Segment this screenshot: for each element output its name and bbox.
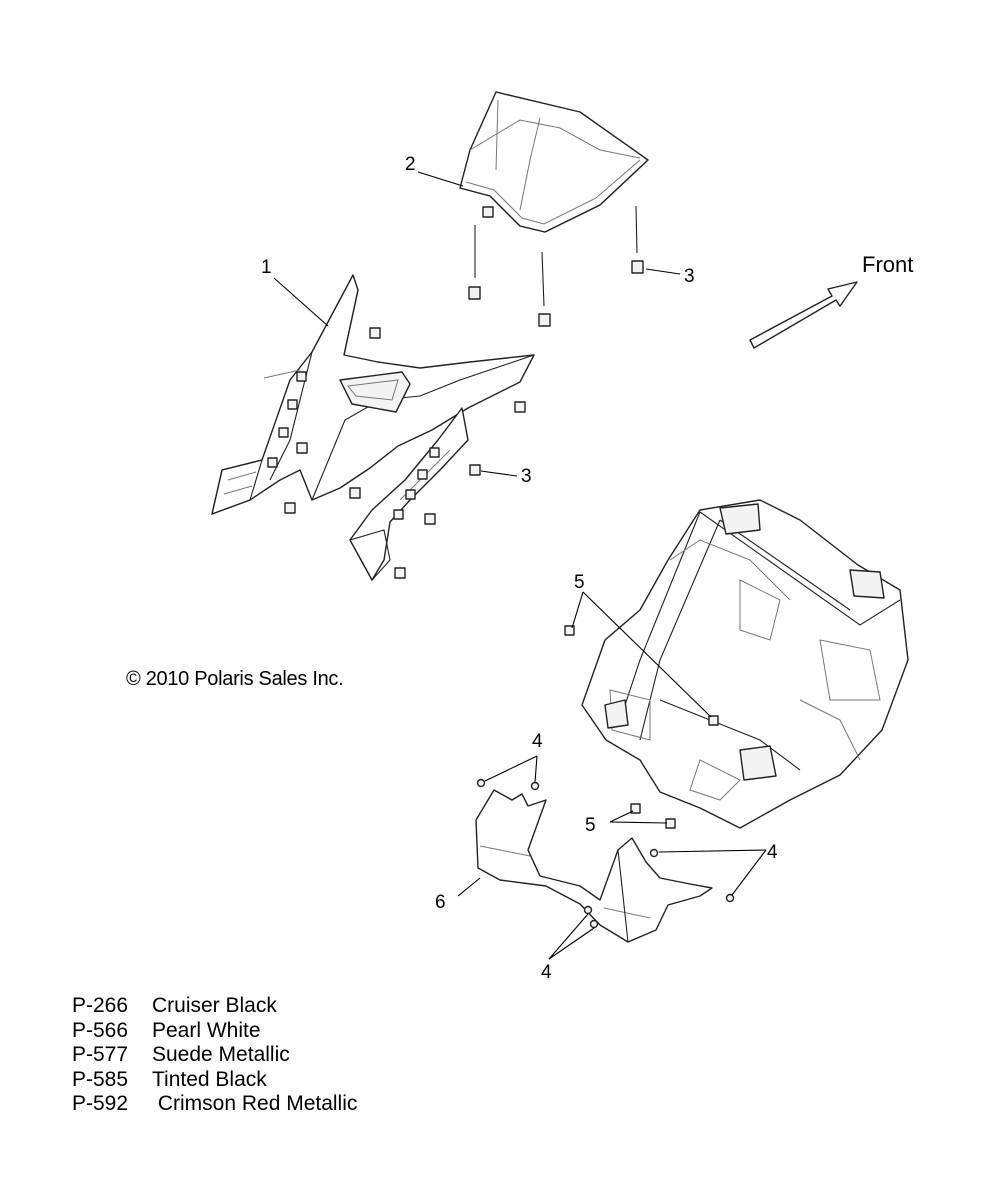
- color-code: P-585: [72, 1067, 129, 1091]
- callout-labels: 1 2 3 3 5 5 4 4 4 6: [261, 154, 778, 983]
- screws: [476, 778, 735, 929]
- hood-clips: [284, 327, 526, 579]
- callout-4-upper: 4: [532, 731, 543, 752]
- hood-right-wing: [349, 407, 469, 581]
- lower-fairing: [475, 789, 713, 943]
- legend-row: P-592 Crimson Red Metallic: [72, 1092, 357, 1117]
- color-code: P-266: [72, 994, 129, 1017]
- leader-lines: [273, 171, 767, 960]
- callout-5-upper: 5: [574, 572, 585, 593]
- copyright-notice: © 2010 Polaris Sales Inc.: [126, 668, 344, 690]
- legend-row: P-577 Suede Metallic: [72, 1043, 357, 1068]
- callout-4-lower: 4: [541, 962, 552, 983]
- color-code: P-577: [72, 1043, 129, 1066]
- color-code: P-566: [72, 1018, 129, 1042]
- color-name: Cruiser Black: [152, 994, 277, 1017]
- callout-4-right: 4: [767, 842, 778, 863]
- windshield-clips: [468, 205, 644, 327]
- color-name: Tinted Black: [152, 1067, 267, 1091]
- color-code: P-592: [72, 1092, 129, 1115]
- frame-assembly: [581, 499, 909, 829]
- callout-2: 2: [405, 154, 416, 175]
- color-name: Suede Metallic: [152, 1043, 290, 1066]
- callout-1: 1: [261, 257, 272, 278]
- color-code-legend: P-266 Cruiser Black P-566 Pearl White P-57…: [72, 994, 357, 1117]
- nuts: [564, 625, 719, 829]
- legend-row: P-266 Cruiser Black: [72, 994, 357, 1019]
- hood-panel: [211, 274, 535, 515]
- color-name: Pearl White: [152, 1018, 261, 1042]
- windshield: [459, 91, 649, 233]
- callout-6: 6: [435, 892, 446, 913]
- legend-row: P-585 Tinted Black: [72, 1068, 357, 1093]
- callout-5-lower: 5: [585, 815, 596, 836]
- callout-3-lower: 3: [521, 466, 532, 487]
- front-arrow: Front: [749, 252, 913, 349]
- front-label: Front: [862, 252, 913, 277]
- legend-row: P-566 Pearl White: [72, 1019, 357, 1044]
- callout-3-upper: 3: [684, 266, 695, 287]
- color-name: Crimson Red Metallic: [152, 1092, 358, 1115]
